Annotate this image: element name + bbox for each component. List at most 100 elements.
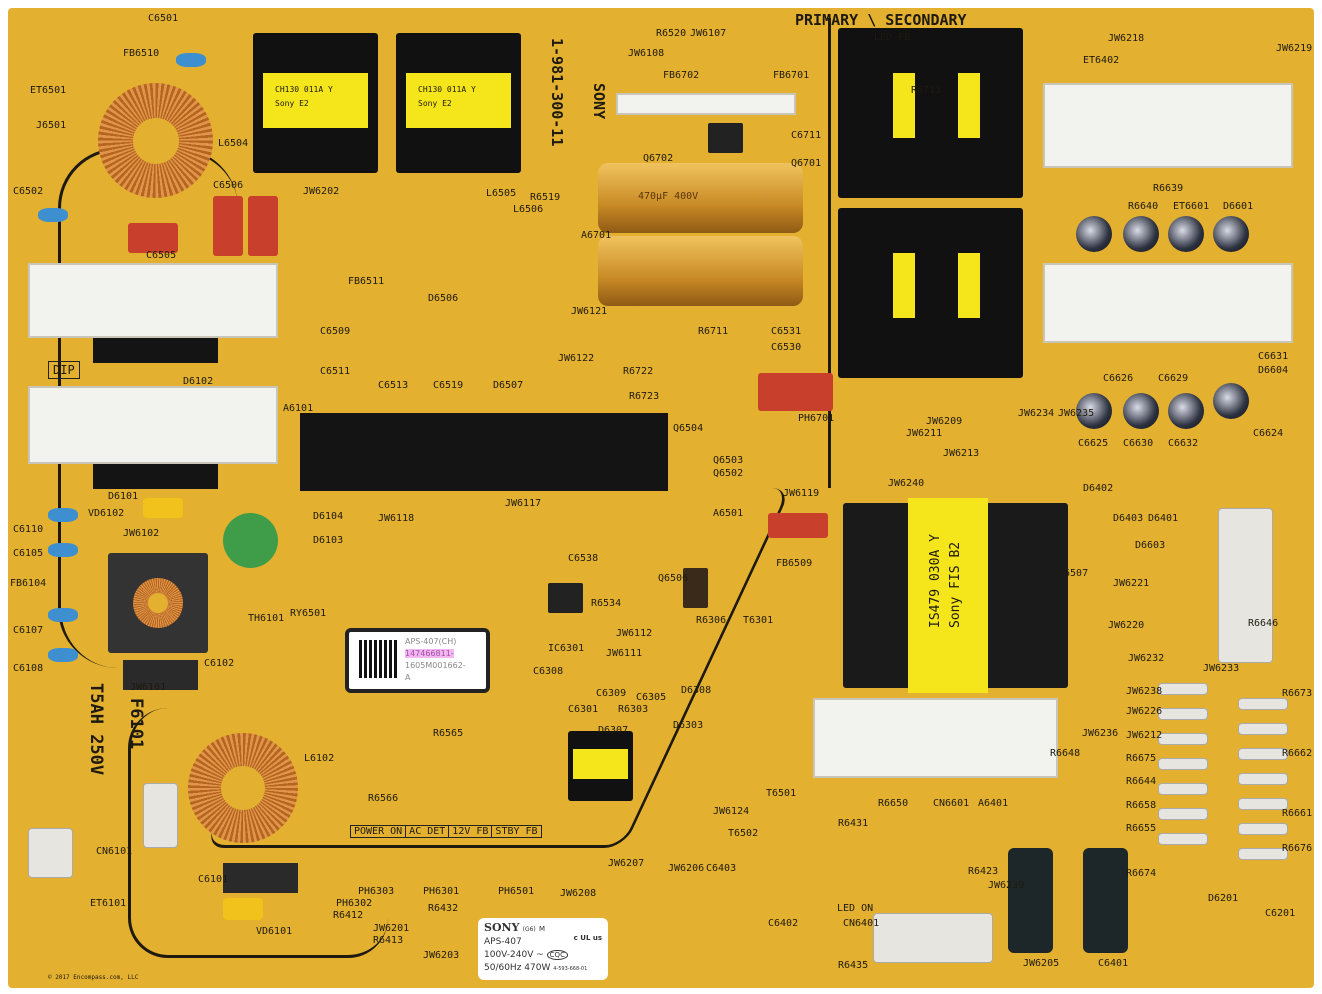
bridge-rectifier [93, 338, 218, 363]
ref-designator: R6519 [530, 192, 561, 203]
ref-designator: Q6504 [673, 423, 704, 434]
ref-designator: R6676 [1282, 843, 1313, 854]
ref-designator: JW6206 [668, 863, 705, 874]
x-capacitor [248, 196, 278, 256]
ref-designator: R6565 [433, 728, 464, 739]
capacitor [1123, 393, 1159, 429]
ref-designator: CN6401 [843, 918, 880, 929]
rating-part: 4-593-668-01 [553, 966, 588, 972]
ref-designator: R6723 [629, 391, 660, 402]
ref-designator: JW6235 [1058, 408, 1095, 419]
ref-designator: R6662 [1282, 748, 1313, 759]
ref-designator: J6501 [36, 120, 67, 131]
capacitor [1213, 383, 1249, 419]
ref-designator: R6435 [838, 960, 869, 971]
connector-cn6401[interactable] [873, 913, 993, 963]
ref-designator: T6501 [766, 788, 797, 799]
ref-designator: JW6102 [123, 528, 160, 539]
heatsink [28, 386, 278, 464]
ref-designator: JW6240 [888, 478, 925, 489]
resistor [1158, 808, 1208, 820]
ref-designator: VD6101 [256, 926, 293, 937]
transformer-text: IS479 030A Y [928, 534, 943, 628]
ref-designator: L6102 [304, 753, 335, 764]
capacitor-rating-text: 470μF 400V [638, 191, 699, 202]
rating-model: APS-407 [484, 937, 522, 947]
ref-designator: JW6207 [608, 858, 645, 869]
varistor-vd6102 [143, 498, 183, 518]
ref-designator: D6507 [493, 380, 524, 391]
sticker-model: APS-407(CH) [405, 637, 457, 646]
ref-designator: R6432 [428, 903, 459, 914]
ref-designator: D6102 [183, 376, 214, 387]
ref-designator: R6639 [1153, 183, 1184, 194]
ref-designator: D6303 [673, 720, 704, 731]
ref-designator: JW6239 [988, 880, 1025, 891]
ic6301 [548, 583, 583, 613]
ref-designator: JW6112 [616, 628, 653, 639]
ref-designator: JW6220 [1108, 620, 1145, 631]
ref-designator: R6648 [1050, 748, 1081, 759]
ref-designator: Q6503 [713, 455, 744, 466]
ref-designator: VD6102 [88, 508, 125, 519]
ref-designator: JW6213 [943, 448, 980, 459]
ref-designator: JW6202 [303, 186, 340, 197]
pcb-trace [128, 708, 388, 958]
transformer [838, 28, 1023, 198]
resistor [1158, 708, 1208, 720]
ac-connector-cn6101[interactable] [28, 828, 73, 878]
fuse-rating: T5AH 250V [86, 683, 106, 776]
ref-designator: D6104 [313, 511, 344, 522]
resistor [1158, 758, 1208, 770]
capacitor [1168, 216, 1204, 252]
ref-designator: FB6510 [123, 48, 160, 59]
ref-designator: C6519 [433, 380, 464, 391]
relay [123, 660, 198, 690]
capacitor [1076, 216, 1112, 252]
bulk-capacitor [598, 236, 803, 306]
ref-designator: A6501 [713, 508, 744, 519]
rating-label: SONY (G6) M APS-407 100V-240V ~ CQC 50/6… [478, 918, 608, 980]
legend-stby-fb: STBY FB [495, 826, 538, 837]
ref-designator: D6604 [1258, 365, 1289, 376]
ref-designator: PH6501 [498, 886, 535, 897]
ref-designator: R6713 [911, 85, 942, 96]
ref-designator: JW6211 [906, 428, 943, 439]
ref-designator: C6625 [1078, 438, 1109, 449]
ref-designator: C6501 [148, 13, 179, 24]
ref-designator: JW6238 [1126, 686, 1163, 697]
y-capacitor [176, 53, 206, 67]
common-mode-choke [108, 553, 208, 653]
ref-designator: IC6301 [548, 643, 585, 654]
main-transformer-t6502: IS479 030A Y Sony FIS B2 [843, 498, 1068, 693]
ref-designator: FB6509 [776, 558, 813, 569]
ref-designator: R6566 [368, 793, 399, 804]
resistor [1158, 733, 1208, 745]
ic-module [708, 123, 743, 153]
ul-mark: c UL us [573, 934, 602, 942]
ref-designator: R6412 [333, 910, 364, 921]
connector-cn6601[interactable] [1218, 508, 1273, 663]
legend-12v-fb: 12V FB [449, 826, 493, 837]
ref-designator: C6105 [13, 548, 44, 559]
y-capacitor [48, 648, 78, 662]
ref-designator: D6402 [1083, 483, 1114, 494]
ref-designator: JW6108 [628, 48, 665, 59]
ref-designator: R6431 [838, 818, 869, 829]
ref-designator: L6505 [486, 188, 517, 199]
ref-designator: C6108 [13, 663, 44, 674]
resistor [1238, 823, 1288, 835]
ref-designator: D6103 [313, 535, 344, 546]
ref-designator: R6711 [698, 326, 729, 337]
ref-designator: C6513 [378, 380, 409, 391]
ref-designator: C6201 [1265, 908, 1296, 919]
primary-secondary-marker: PRIMARY \ SECONDARY [795, 11, 967, 29]
ref-designator: C6301 [568, 704, 599, 715]
capacitor [1168, 393, 1204, 429]
legend-ac-det: AC DET [406, 826, 450, 837]
ref-designator: CN6101 [96, 846, 133, 857]
isolation-line [828, 18, 831, 488]
capacitor [1213, 216, 1249, 252]
ref-designator: R6661 [1282, 808, 1313, 819]
ref-designator: FB6702 [663, 70, 700, 81]
